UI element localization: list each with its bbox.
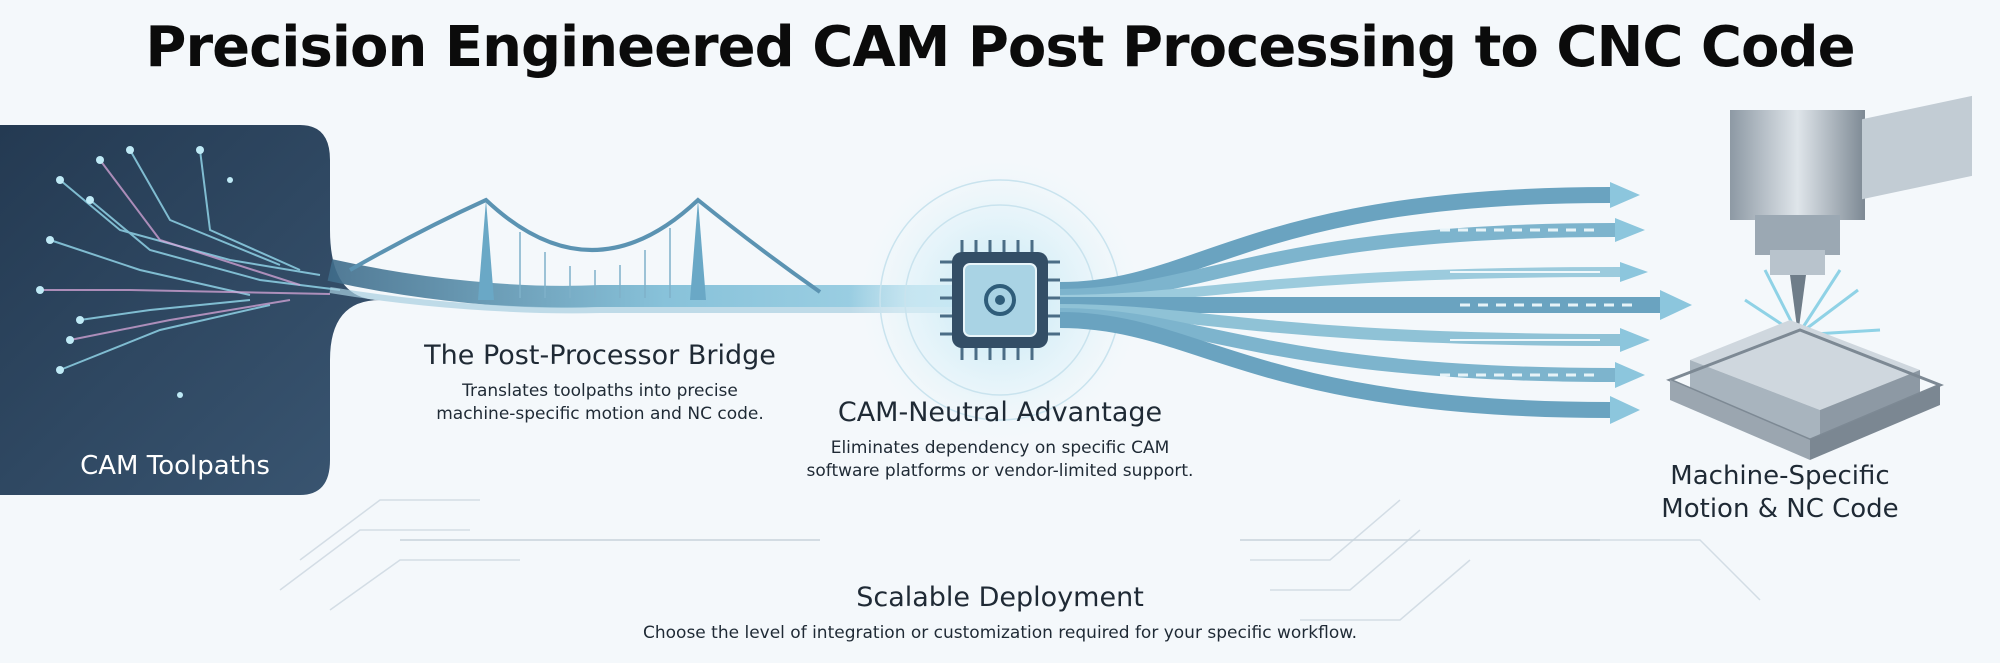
neutral-body-line2: software platforms or vendor-limited sup… bbox=[806, 461, 1194, 481]
bridge-heading: The Post-Processor Bridge bbox=[424, 340, 776, 371]
machine-label-line1: Machine-Specific bbox=[1670, 461, 1890, 491]
deployment-body: Choose the level of integration or custo… bbox=[643, 623, 1357, 643]
background-traces bbox=[279, 499, 1761, 621]
cnc-spindle-icon bbox=[1666, 95, 1972, 460]
neutral-body-line1: Eliminates dependency on specific CAM bbox=[830, 438, 1170, 458]
circuit-traces-icon bbox=[0, 125, 380, 495]
machine-label-line2: Motion & NC Code bbox=[1661, 494, 1899, 524]
processor-chip-icon bbox=[850, 150, 1150, 450]
data-stream-arrows-icon bbox=[1059, 182, 1692, 424]
neutral-heading: CAM-Neutral Advantage bbox=[837, 397, 1163, 428]
suspension-bridge-icon bbox=[327, 197, 1000, 314]
bridge-body-line2: machine-specific motion and NC code. bbox=[436, 404, 764, 424]
page-title: Precision Engineered CAM Post Processing… bbox=[145, 15, 1855, 80]
deployment-heading: Scalable Deployment bbox=[856, 582, 1144, 613]
bridge-body-line1: Translates toolpaths into precise bbox=[462, 381, 738, 401]
cam-toolpaths-label: CAM Toolpaths bbox=[80, 451, 270, 481]
